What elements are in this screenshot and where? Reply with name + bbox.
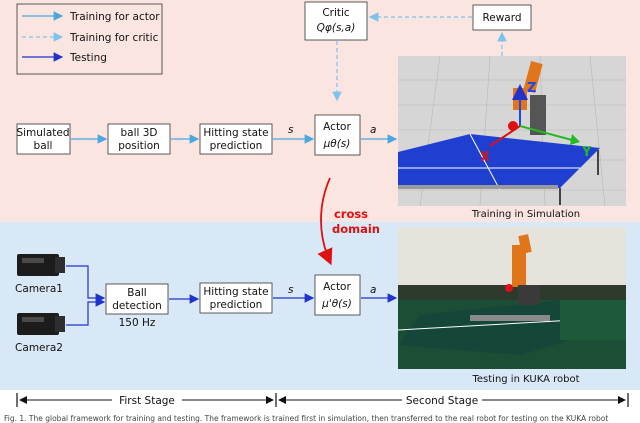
critic-box xyxy=(304,1,368,41)
second-stage-label: Second Stage xyxy=(406,395,478,407)
legend-actor-label: Training for actor xyxy=(69,11,160,23)
legend-testing-label: Testing xyxy=(69,52,107,64)
cross-domain-arrow xyxy=(317,177,333,266)
real-image-caption: Testing in KUKA robot xyxy=(471,374,579,385)
real-hitting-state-line2: prediction xyxy=(210,299,263,311)
figure-caption: Fig. 1. The global framework for trainin… xyxy=(4,414,608,423)
ball-detection-line2: detection xyxy=(112,300,162,312)
real-actor-formula: μ'θ(s) xyxy=(321,298,352,310)
camera1-label: Camera1 xyxy=(15,283,63,295)
ball-detection-line1: Ball xyxy=(127,287,146,299)
first-stage-label: First Stage xyxy=(119,395,175,407)
simulated-ball-box xyxy=(16,123,71,155)
sim-a-label: a xyxy=(370,124,376,136)
axis-y-label: Y xyxy=(581,145,592,160)
kuka-robot-photo xyxy=(397,227,626,369)
sim-s-label: s xyxy=(288,124,294,136)
camera1-icon xyxy=(17,254,65,276)
cross-domain-line1: cross xyxy=(334,207,368,221)
camera2-icon xyxy=(17,313,65,335)
real-actor-box xyxy=(314,274,361,316)
second-stage-label-bg xyxy=(402,393,482,407)
reward-label: Reward xyxy=(482,12,521,24)
real-a-label: a xyxy=(370,284,376,296)
real-hitting-state-box xyxy=(199,282,273,314)
critic-formula: Qφ(s,a) xyxy=(317,22,356,34)
sim-hitting-state-line2: prediction xyxy=(210,140,263,152)
camera2-label: Camera2 xyxy=(15,342,63,354)
legend-critic-label: Training for critic xyxy=(69,32,159,44)
first-stage-label-bg xyxy=(112,393,182,407)
ball-3d-position-line2: position xyxy=(118,140,160,152)
axis-z-label: Z xyxy=(527,81,536,96)
critic-label: Critic xyxy=(322,7,350,19)
axis-x-label: X xyxy=(480,150,490,165)
sim-actor-formula: μθ(s) xyxy=(323,138,351,150)
sim-actor-label: Actor xyxy=(323,121,351,133)
ball-3d-position-line1: ball 3D xyxy=(120,127,157,139)
legend: Training for actor Training for critic T… xyxy=(16,3,163,75)
sim-actor-box xyxy=(314,114,361,156)
cross-domain-line2: domain xyxy=(332,222,380,236)
simulated-ball-line2: ball xyxy=(34,140,53,152)
sim-hitting-state-box xyxy=(199,123,273,155)
simulation-image xyxy=(398,55,626,207)
ball-3d-position-box xyxy=(107,123,171,155)
simulated-ball-line1: Simulated xyxy=(16,127,69,139)
camera2-connector xyxy=(66,297,106,326)
detection-rate-label: 150 Hz xyxy=(119,317,156,329)
reward-box xyxy=(472,4,532,31)
sim-image-caption: Training in Simulation xyxy=(471,209,580,220)
real-s-label: s xyxy=(288,284,294,296)
real-actor-label: Actor xyxy=(323,281,351,293)
sim-hitting-state-line1: Hitting state xyxy=(203,127,268,139)
ball-detection-box xyxy=(105,283,169,315)
real-hitting-state-line1: Hitting state xyxy=(203,286,268,298)
